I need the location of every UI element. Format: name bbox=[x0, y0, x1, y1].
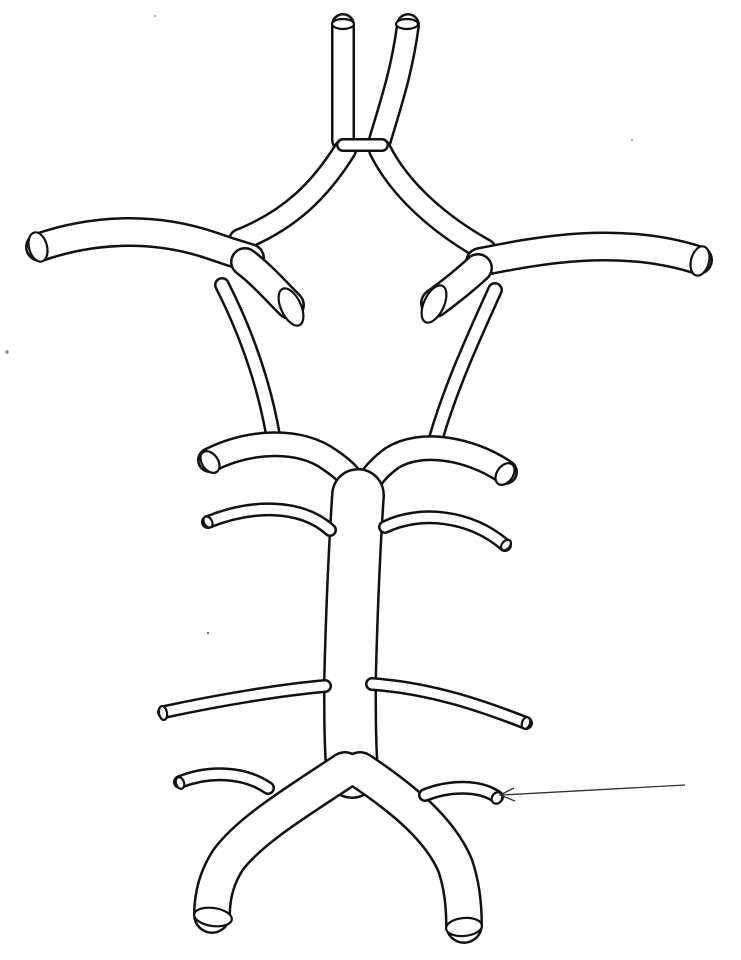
right-lateral-vessel-end bbox=[689, 245, 711, 277]
secondary-curved-branches bbox=[201, 502, 513, 552]
right-secondary-branch-end bbox=[499, 538, 513, 552]
right-middle-branch-end bbox=[520, 716, 532, 730]
right-lateral-branch bbox=[465, 231, 713, 277]
pointer-arrow bbox=[498, 784, 686, 802]
right-lower-vessel-end bbox=[444, 916, 484, 938]
left-fork-vessel-end bbox=[199, 450, 221, 474]
left-lateral-branch bbox=[25, 217, 265, 273]
pointer-arrow-shaft bbox=[501, 784, 686, 796]
lateral-connectors bbox=[214, 277, 503, 446]
lower-bifurcation bbox=[193, 751, 484, 944]
middle-branches bbox=[157, 677, 533, 730]
lower-small-branches bbox=[173, 767, 504, 805]
left-secondary-branch-end bbox=[202, 515, 214, 529]
right-inner-stub-end bbox=[420, 284, 448, 324]
right-fork-vessel-end bbox=[494, 462, 516, 486]
scan-specks bbox=[5, 15, 633, 635]
top-right-vessel-end bbox=[394, 17, 420, 31]
upper-ring bbox=[228, 138, 497, 262]
left-inner-stub-end bbox=[277, 287, 305, 327]
left-middle-branch-end bbox=[157, 704, 169, 722]
top-vessels bbox=[330, 13, 420, 152]
pointer-arrow-head bbox=[498, 787, 516, 802]
top-left-vessel-end bbox=[330, 17, 356, 31]
inner-stubs bbox=[230, 247, 493, 327]
left-small-branch-end bbox=[174, 776, 186, 790]
left-lateral-vessel-end bbox=[27, 231, 49, 263]
left-lower-vessel-end bbox=[193, 906, 233, 928]
central-trunk bbox=[323, 468, 385, 799]
